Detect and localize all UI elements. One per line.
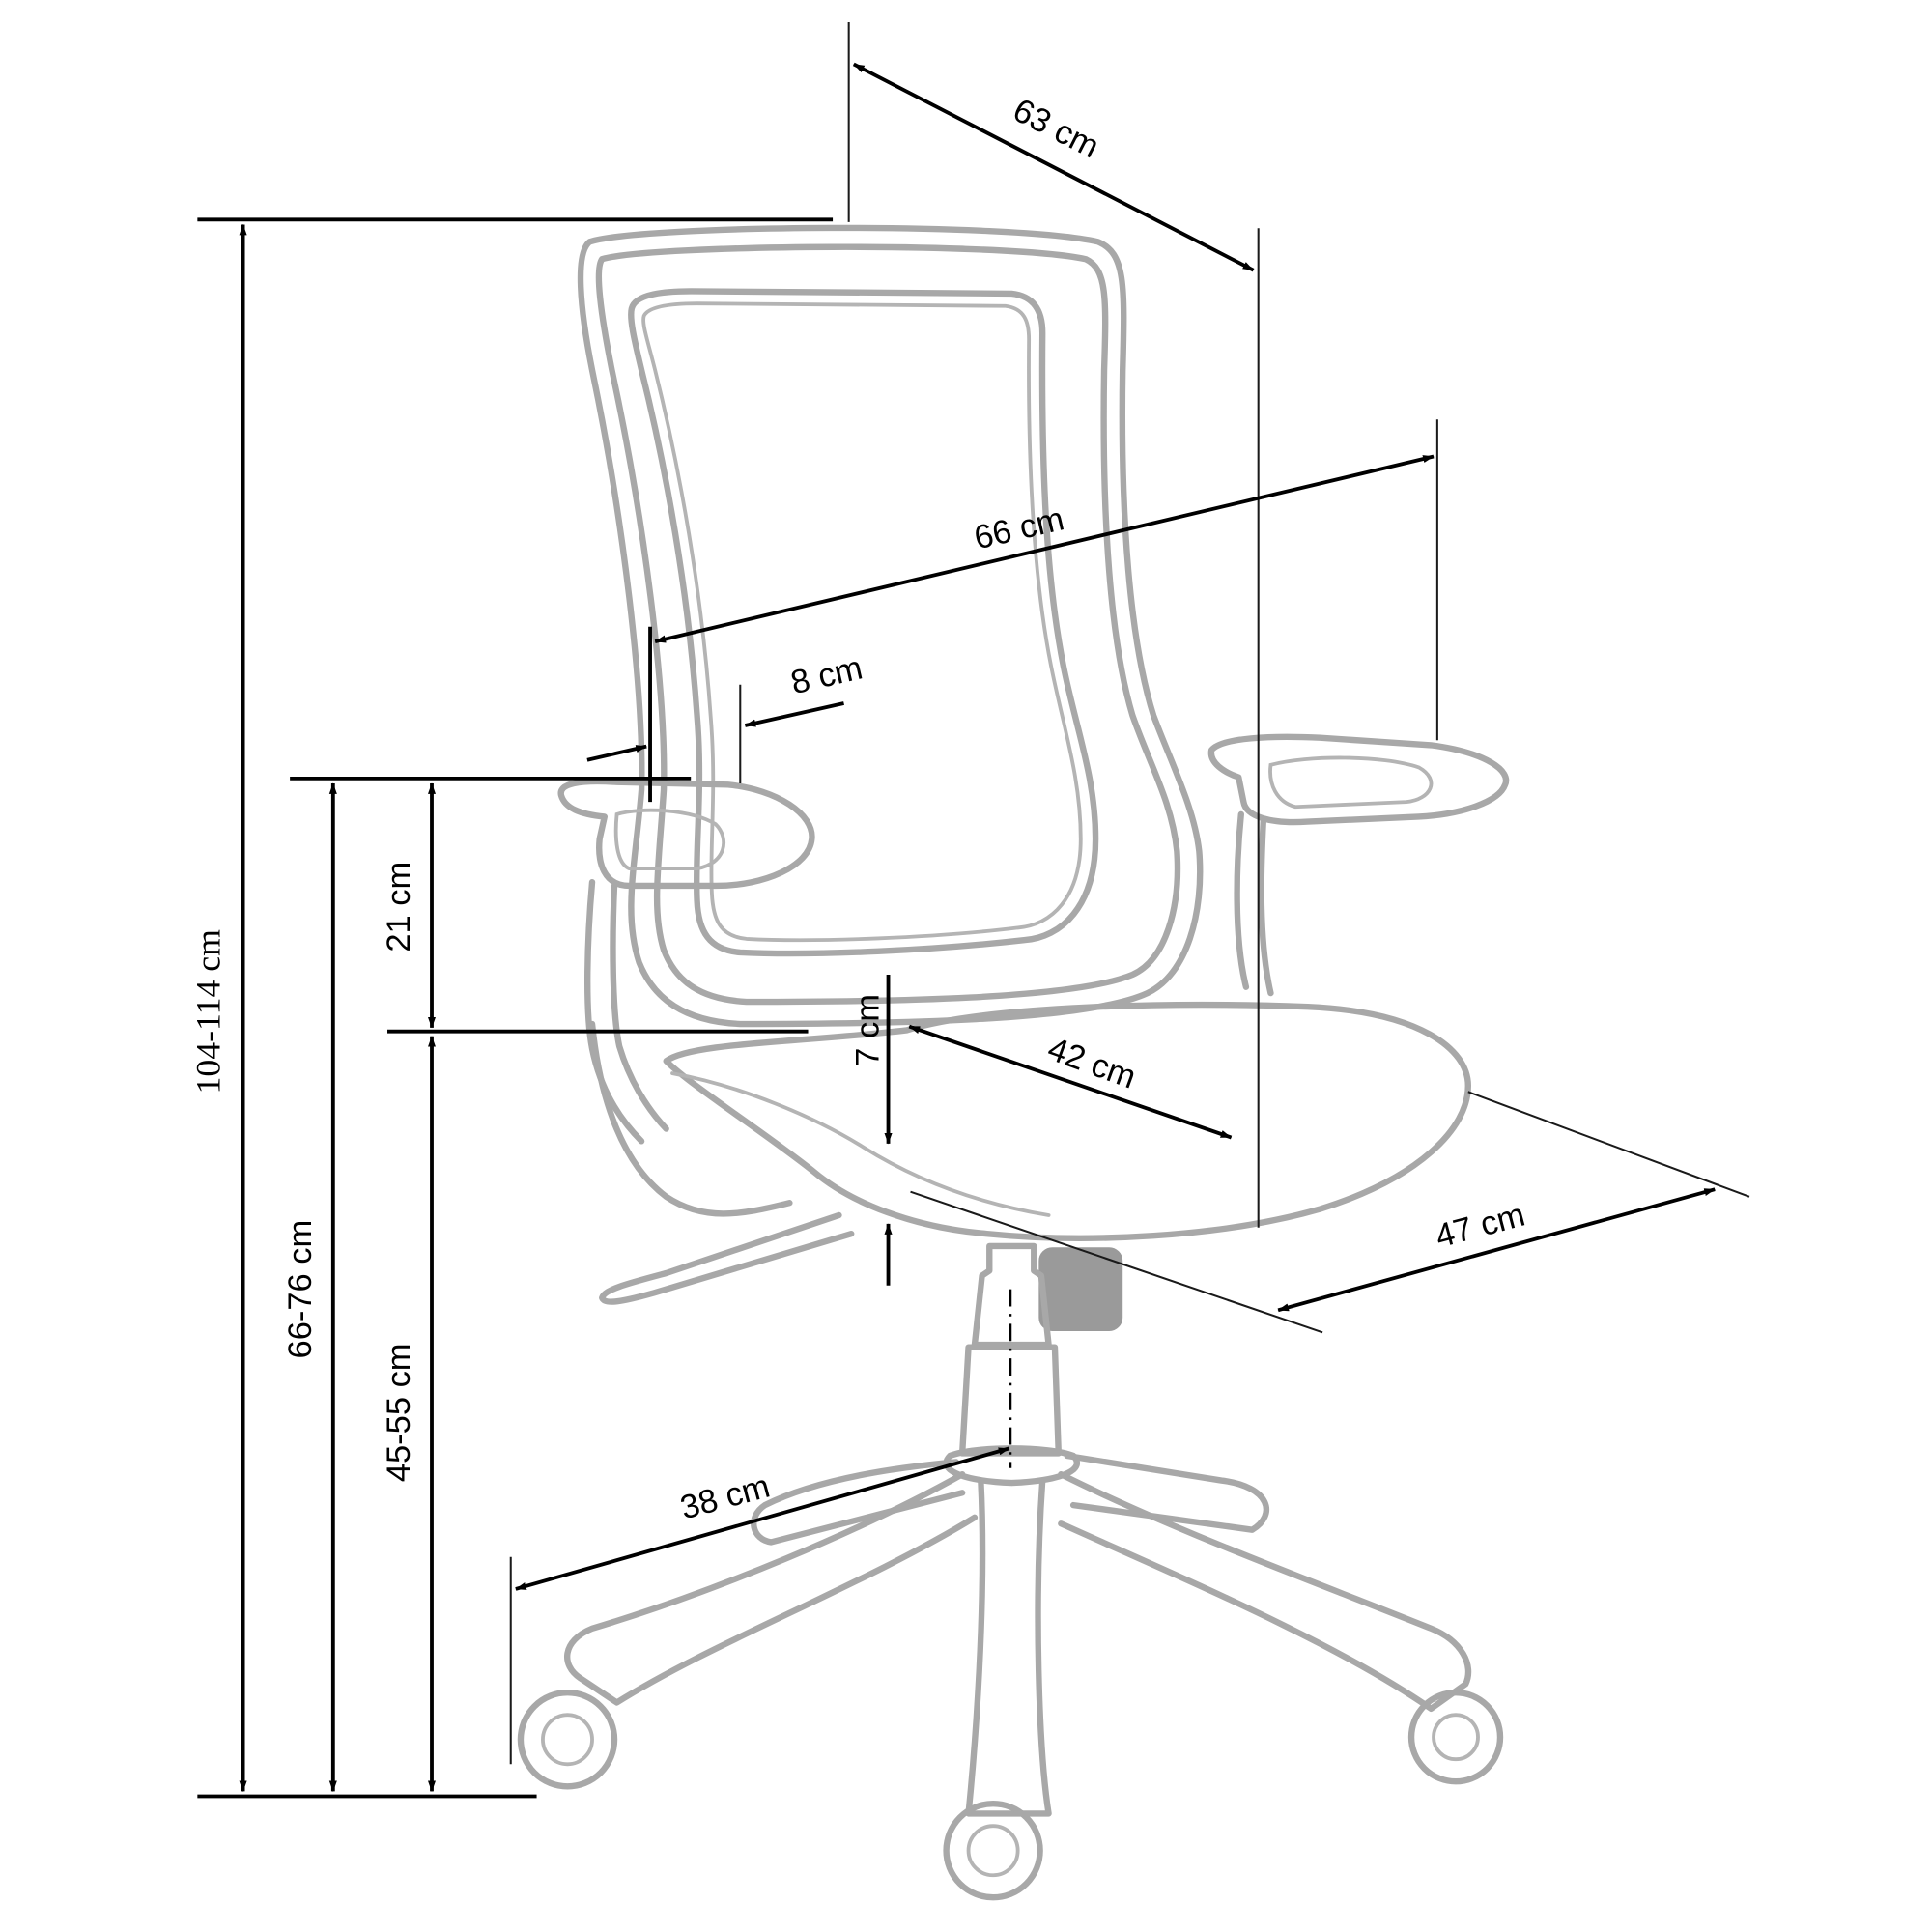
label-overall-depth: 63 cm [1008,92,1105,165]
right-armrest-support [1234,810,1274,997]
label-seat-depth: 42 cm [1043,1031,1141,1096]
left-armrest-support [584,878,669,1145]
dim-armrest-width-left [586,744,647,762]
label-seat-thickness: 7 cm [849,994,886,1066]
base-leg-back-right [1064,1452,1270,1533]
mesh-panel-inner [641,301,1083,943]
dim-armrest-width-right [744,701,844,727]
base-leg-right [1058,1470,1472,1713]
dim-seat-width [1277,1187,1716,1313]
label-overall-height: 104-114 cm [188,929,227,1094]
seat-underside [670,1071,1051,1217]
dim-overall-depth [852,62,1255,272]
caster-front [943,1800,1043,1901]
seat-cushion [663,1001,1471,1241]
base-leg-front [965,1477,1052,1817]
backrest-inner-frame [595,243,1181,1006]
right-armrest-opening [1268,755,1434,810]
right-armrest [1208,733,1510,826]
caster-left [517,1690,618,1790]
left-armrest [557,778,815,890]
label-armrest-above-seat: 21 cm [381,862,417,952]
dim-base-radius [515,1446,1010,1591]
dimension-lines: 104-114 cm 66-76 cm 21 cm 45-55 cm 63 cm… [188,21,1750,1799]
left-armrest-opening [613,808,726,871]
dim-seat-depth [908,1024,1233,1140]
label-seat-height: 45-55 cm [381,1343,417,1482]
caster-right [1407,1690,1504,1785]
chair-drawing [517,224,1510,1901]
label-armrest-width: 8 cm [787,649,866,701]
dim-overall-width [654,454,1435,643]
tension-knob [1038,1247,1123,1332]
tilt-lever [599,1211,855,1305]
label-armrest-height: 66-76 cm [282,1220,319,1359]
seat-frame-left [588,1020,793,1217]
